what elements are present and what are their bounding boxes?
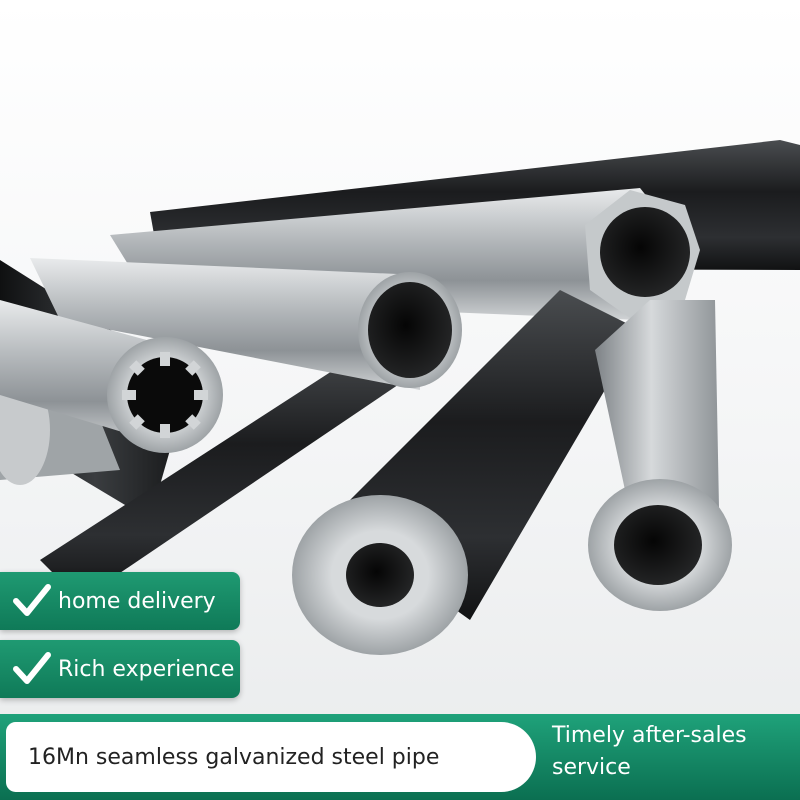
badge-label: home delivery [58, 588, 216, 614]
badge-label: Rich experience [58, 656, 235, 682]
checkmark-icon [13, 652, 51, 684]
badge-home-delivery: home delivery [0, 572, 240, 630]
service-text: Timely after-sales service [552, 723, 747, 780]
checkmark-icon [13, 584, 51, 616]
badge-rich-experience: Rich experience [0, 640, 240, 698]
product-title: 16Mn seamless galvanized steel pipe [28, 744, 440, 770]
product-title-pill: 16Mn seamless galvanized steel pipe [6, 722, 536, 792]
